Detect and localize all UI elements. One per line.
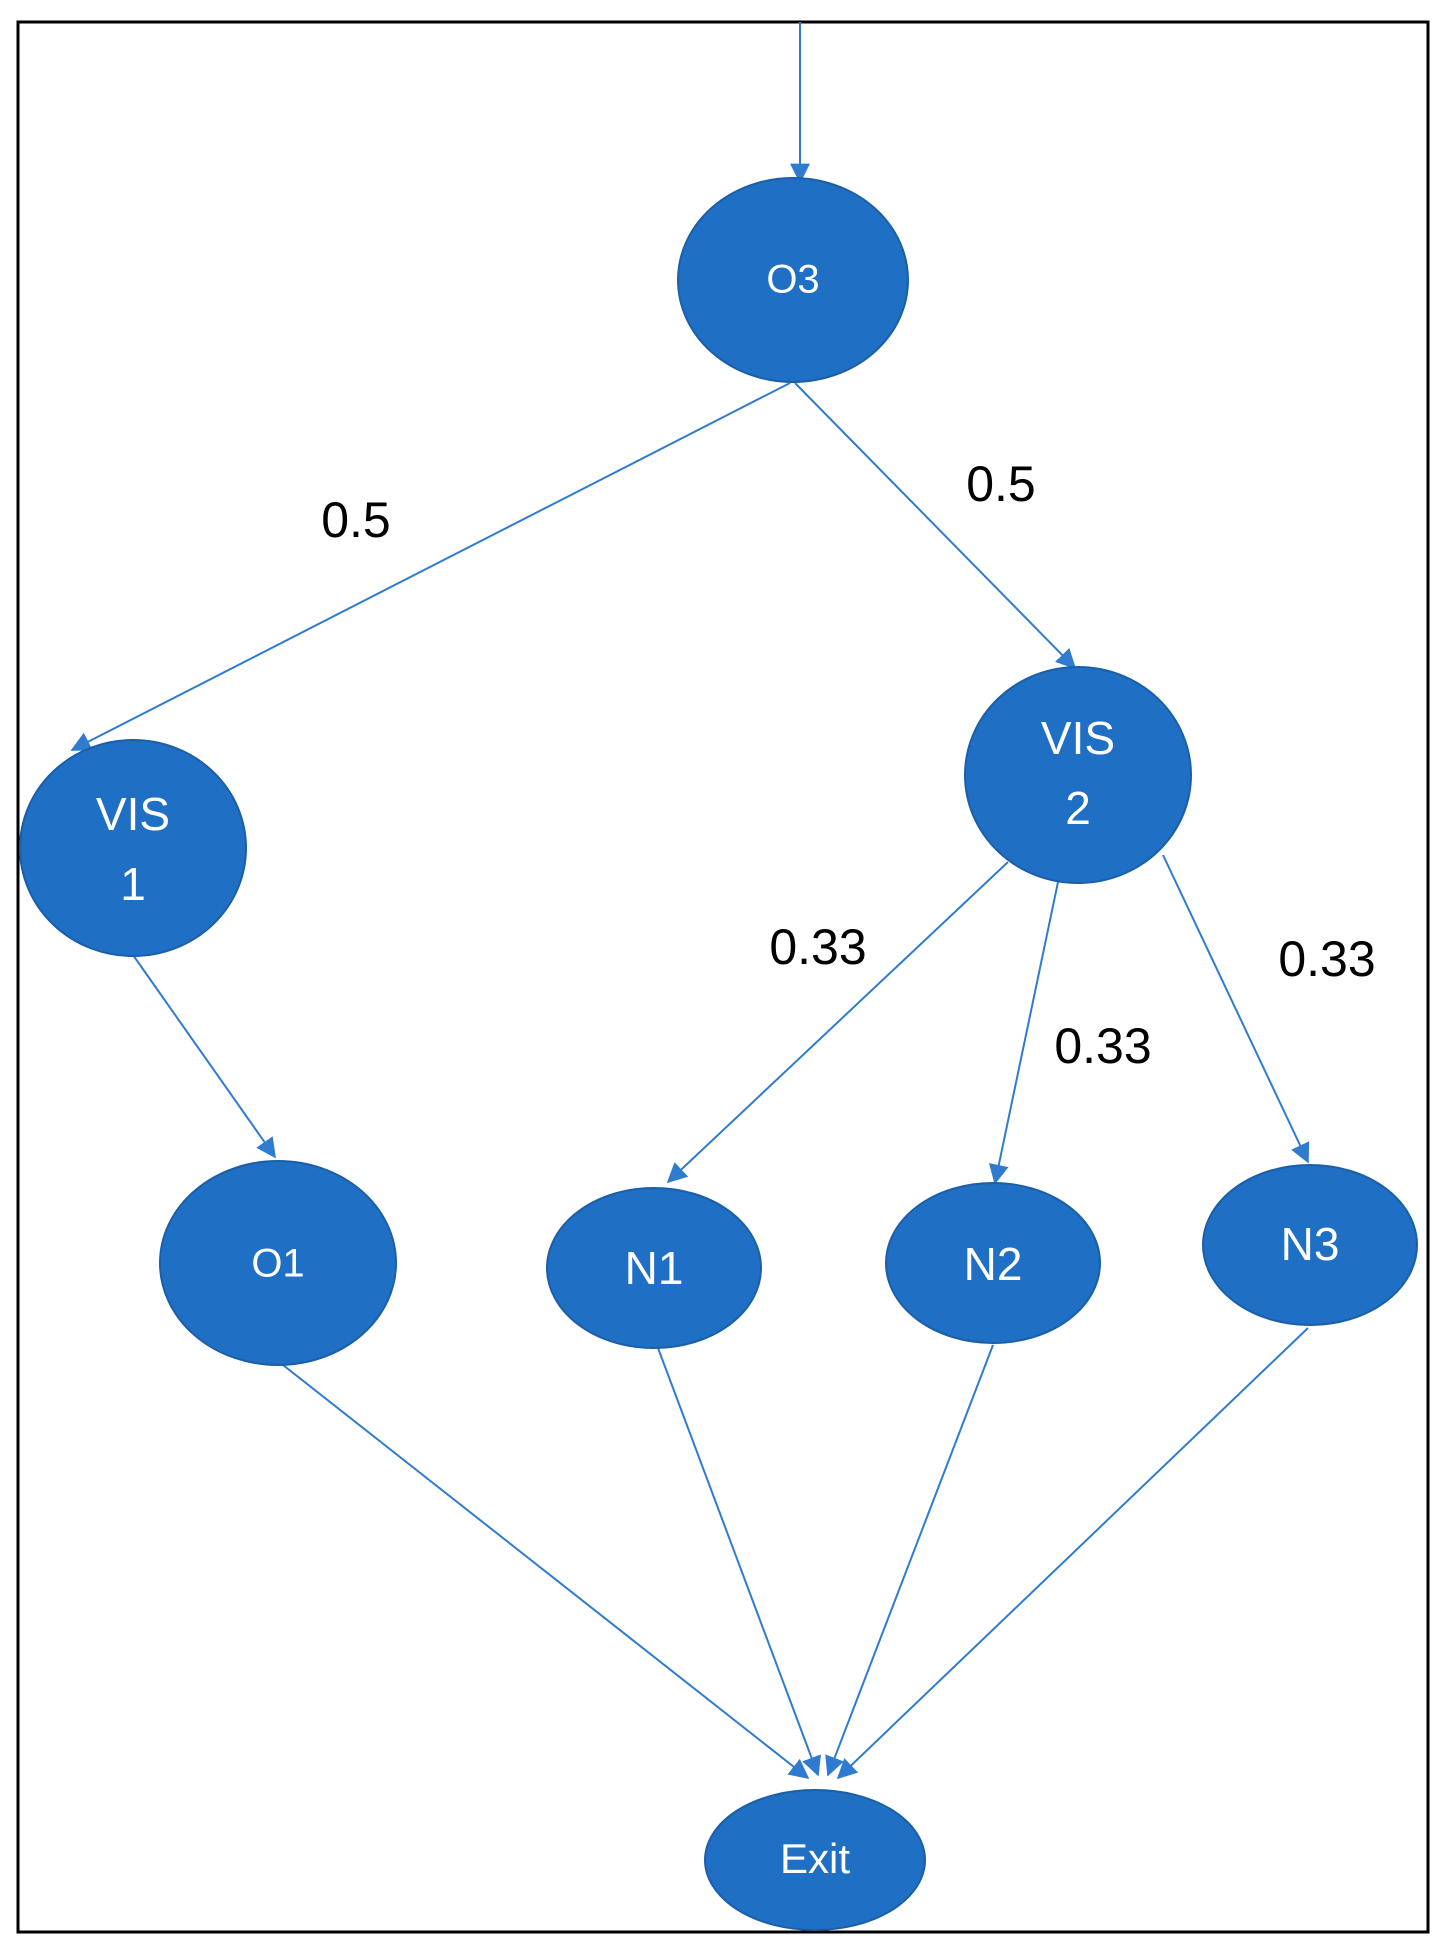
node-vis2-label-line1: VIS	[1041, 712, 1115, 764]
edge-label-o3-vis1: 0.5	[321, 492, 391, 548]
nodes	[19, 177, 1418, 1931]
node-vis1	[19, 739, 247, 957]
node-o3-label: O3	[766, 258, 819, 302]
node-vis2-label-line2: 2	[1065, 782, 1091, 834]
node-n1	[546, 1187, 762, 1349]
edge-vis1-to-o1	[132, 954, 276, 1159]
node-vis2	[964, 666, 1192, 884]
node-o1-label: O1	[251, 1242, 304, 1286]
edge-label-o3-vis2: 0.5	[966, 456, 1036, 512]
edge-o3-to-vis2	[794, 382, 1077, 670]
node-n2-label: N2	[964, 1238, 1023, 1290]
edge-vis2-to-n3	[1162, 854, 1310, 1164]
node-n3-label: N3	[1281, 1218, 1340, 1270]
node-n1-label: N1	[625, 1242, 684, 1294]
node-n2	[885, 1182, 1101, 1344]
node-exit	[704, 1789, 926, 1931]
node-vis1-label-line2: 1	[120, 858, 146, 910]
edge-o3-to-vis1	[70, 382, 791, 751]
edge-label-vis2-n1: 0.33	[769, 919, 866, 975]
edge-n2-to-exit	[825, 1344, 994, 1777]
edges	[70, 22, 1310, 1780]
edge-n1-to-exit	[657, 1347, 821, 1777]
edge-vis2-to-n2	[988, 881, 1059, 1185]
edge-label-vis2-n2: 0.33	[1054, 1018, 1151, 1074]
node-vis1-label-line1: VIS	[96, 788, 170, 840]
node-n3	[1202, 1164, 1418, 1326]
edge-label-vis2-n3: 0.33	[1278, 931, 1375, 987]
edge-n3-to-exit	[836, 1327, 1309, 1780]
edge-vis2-to-n1	[666, 861, 1009, 1184]
diagram-frame	[16, 20, 1430, 1934]
node-exit-label: Exit	[780, 1835, 850, 1882]
node-o3	[677, 177, 909, 383]
edge-o1-to-exit	[282, 1364, 810, 1780]
node-o1	[159, 1160, 397, 1366]
